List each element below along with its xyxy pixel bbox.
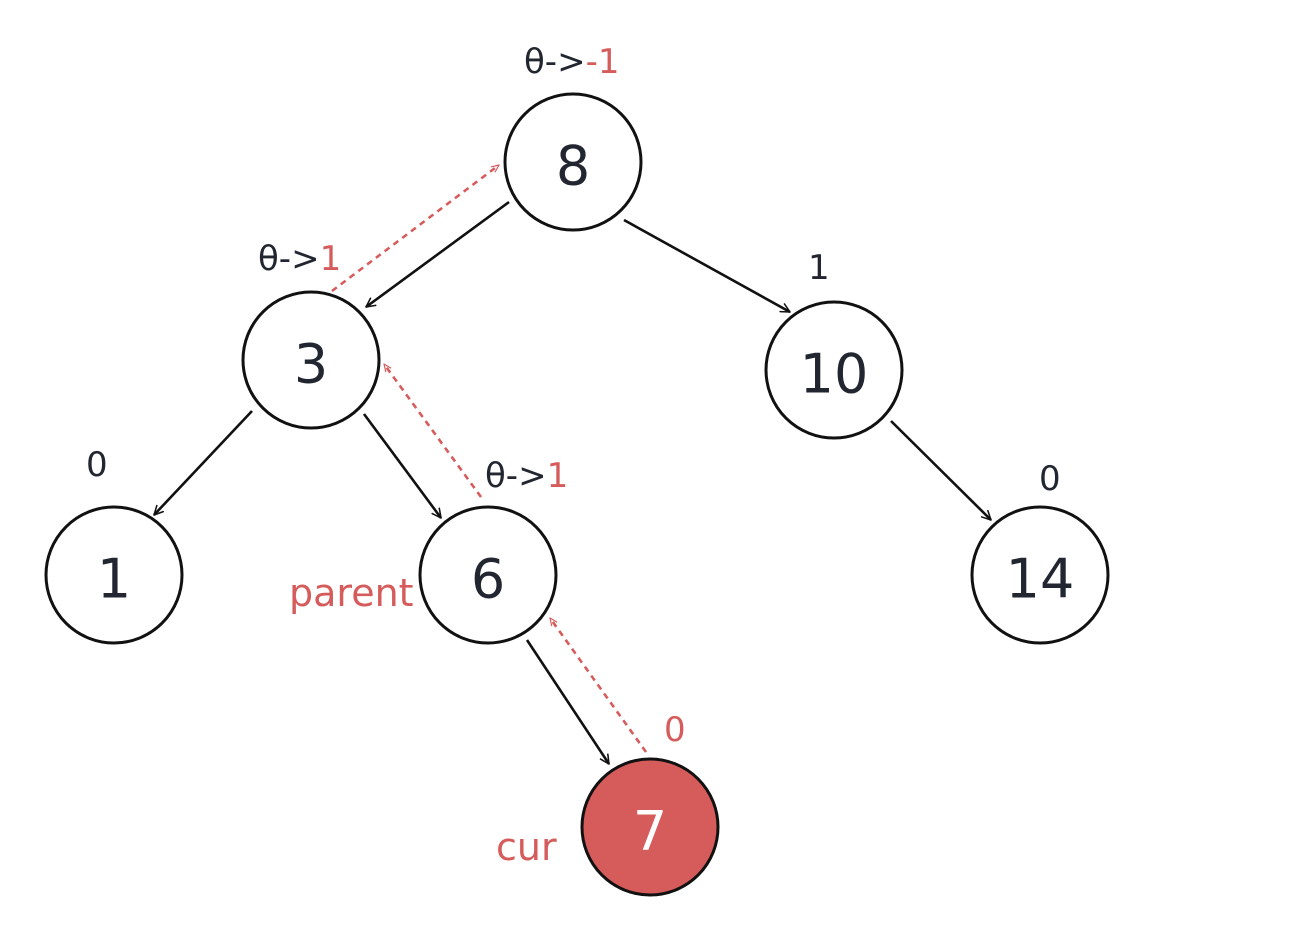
edge-8-3 — [365, 200, 510, 309]
trace-6-to-3 — [382, 363, 483, 498]
node-10: 10 — [764, 300, 904, 440]
balance-factor-3: θ->1 — [258, 239, 341, 279]
edge-6-7 — [525, 639, 611, 765]
node-1: 1 — [44, 505, 184, 645]
balance-factor-14: 0 — [1039, 459, 1061, 499]
balance-factor-10: 1 — [808, 248, 830, 288]
edge-10-14 — [890, 420, 992, 521]
node-3: 3 — [241, 290, 381, 430]
cur-label: cur — [496, 825, 557, 869]
node-14: 14 — [970, 505, 1110, 645]
node-7: 7 — [580, 757, 720, 897]
node-value: 14 — [1006, 548, 1075, 611]
balance-factor-1: 0 — [86, 445, 108, 485]
balance-factor-7: 0 — [664, 710, 686, 750]
balance-factor-8: θ->-1 — [524, 42, 619, 82]
node-value: 1 — [97, 548, 131, 611]
node-8: 8 — [503, 92, 643, 232]
node-value: 3 — [294, 333, 328, 396]
tree-edges — [153, 200, 992, 765]
node-value: 6 — [471, 548, 505, 611]
edge-3-6 — [362, 413, 443, 519]
trace-7-to-6 — [548, 617, 648, 753]
node-value: 7 — [633, 800, 667, 863]
trace-3-to-8 — [331, 163, 500, 293]
balance-factor-6: θ->1 — [485, 456, 568, 496]
node-value: 8 — [556, 135, 590, 198]
update-trace — [331, 163, 648, 753]
edge-3-1 — [153, 410, 253, 516]
parent-label: parent — [289, 571, 414, 615]
edge-8-10 — [623, 218, 791, 314]
node-6: 6 — [418, 505, 558, 645]
node-value: 10 — [800, 343, 869, 406]
